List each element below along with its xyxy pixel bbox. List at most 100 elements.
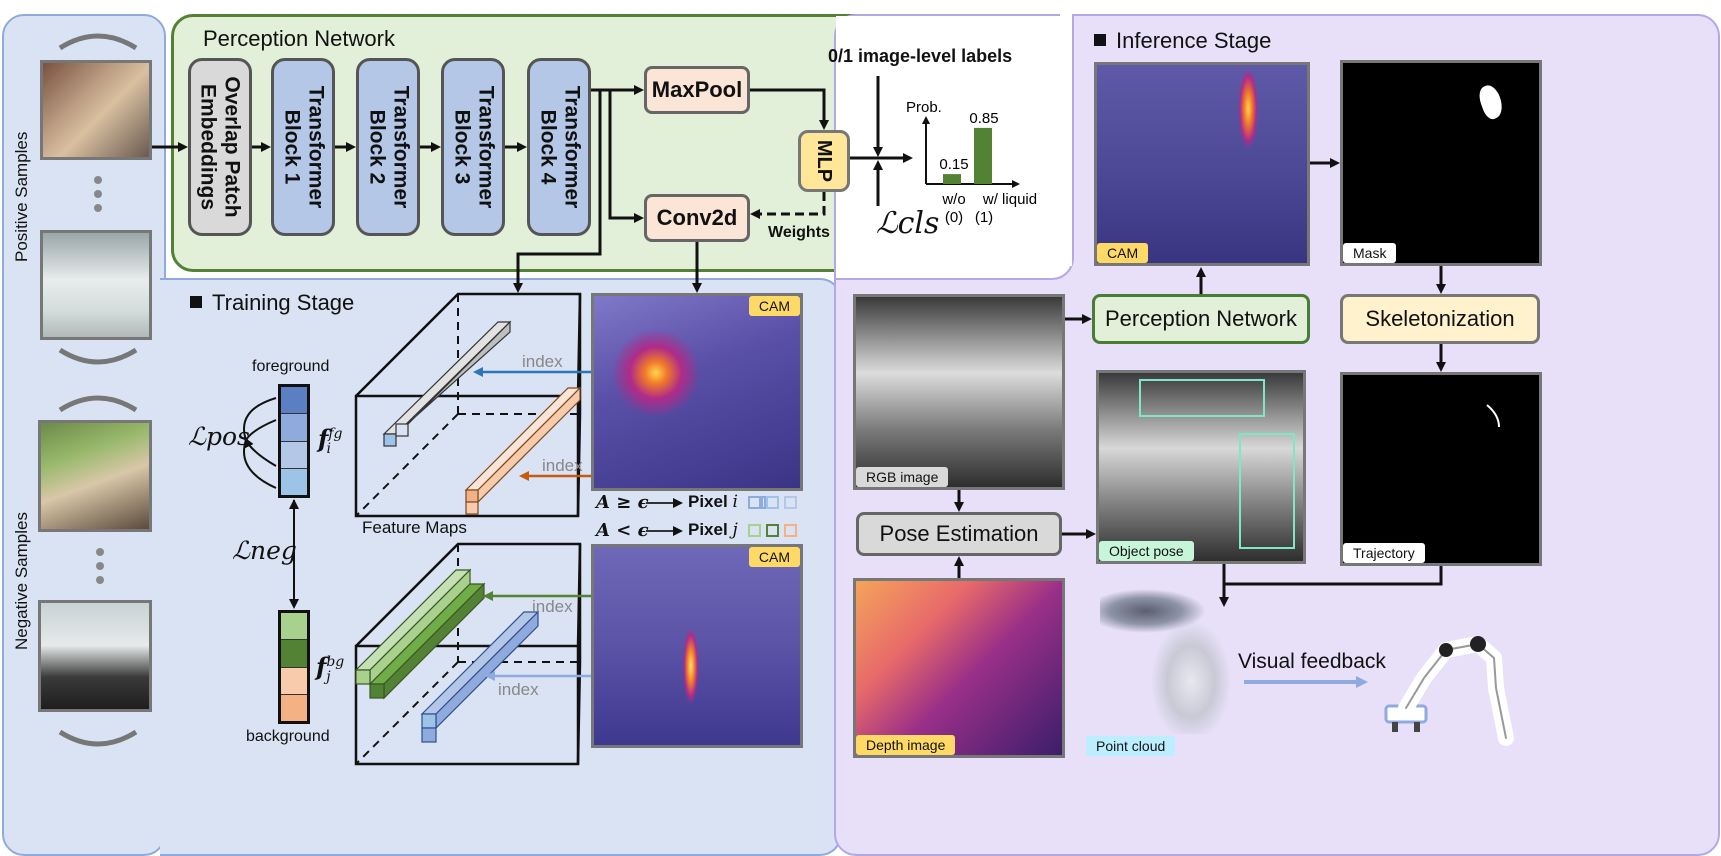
- rule2-squares: [748, 524, 797, 537]
- inference-square-icon: [1094, 34, 1106, 46]
- bracket-bottom-negative: [58, 729, 138, 747]
- transformer-block-3: Transformer Block 3: [441, 58, 505, 236]
- inference-title: Inference Stage: [1094, 28, 1271, 54]
- cam-image-negative: CAM: [591, 544, 803, 748]
- mask-tag: Mask: [1343, 243, 1397, 263]
- rgb-image-tag: RGB image: [856, 467, 949, 487]
- index-label-2: index: [542, 456, 583, 475]
- f-bg-scripts: bgj: [326, 652, 344, 685]
- loss-neg: ℒneg: [232, 536, 297, 565]
- negative-sample-1: [38, 420, 152, 532]
- rule1-pixel: Pixel: [688, 492, 728, 511]
- bar-wo: [943, 174, 961, 184]
- dot: [96, 576, 104, 584]
- inference-cam-tag: CAM: [1097, 243, 1149, 263]
- positive-sample-2: [40, 230, 152, 340]
- loss-cls: ℒcls: [876, 206, 940, 241]
- loss-pos: ℒpos: [188, 422, 250, 451]
- index-label-3: index: [532, 597, 573, 616]
- bracket-top-negative: [58, 395, 138, 413]
- transformer-block-4: Transformer Block 4: [527, 58, 591, 236]
- positive-sample-1: [40, 60, 152, 160]
- bar-wo-label: w/o: [941, 191, 965, 208]
- bg-cell: [281, 694, 307, 721]
- perception-panel-cover: [1060, 14, 1072, 266]
- feature-maps-label: Feature Maps: [362, 518, 467, 537]
- bg-cell: [281, 613, 307, 641]
- visual-feedback-label: Visual feedback: [1238, 650, 1386, 673]
- overlap-patch-embeddings: Overlap Patch Embeddings: [188, 58, 252, 236]
- trajectory-curve: [1486, 404, 1500, 428]
- f-bg-symbol: f: [316, 652, 327, 681]
- bg-feature-bar-orange: [464, 386, 582, 515]
- rule2-pixel: Pixel: [688, 520, 728, 539]
- lpos-arc: [243, 397, 277, 441]
- rgb-image: RGB image: [853, 294, 1065, 490]
- mask-image: Mask: [1340, 60, 1542, 266]
- rule2-lhs: A < ϵ: [596, 520, 649, 541]
- training-square-icon: [190, 296, 202, 308]
- object-pose-image: Object pose: [1096, 370, 1306, 564]
- cam-tag-training-2: CAM: [748, 547, 800, 567]
- bg-cell: [281, 640, 307, 668]
- robot-arm-icon: [1384, 636, 1514, 746]
- training-title-text: Training Stage: [212, 290, 355, 315]
- bar-w-value: 0.85: [969, 110, 998, 127]
- foreground-label: foreground: [252, 358, 330, 375]
- lpos-arc: [243, 439, 277, 489]
- bg-vector: [278, 610, 310, 724]
- trajectory-tag: Trajectory: [1343, 543, 1425, 563]
- pose-bbox-1: [1139, 379, 1265, 417]
- rule1-lhs: A ≥ ϵ: [596, 492, 649, 513]
- dot: [94, 190, 102, 198]
- transformer-block-1: Transformer Block 1: [271, 58, 335, 236]
- negative-sample-2: [38, 600, 152, 712]
- blue-feature-bar: [420, 610, 540, 743]
- pose-bbox-2: [1239, 433, 1295, 549]
- f-bg-sub: j: [326, 668, 331, 685]
- trajectory-image: Trajectory: [1340, 372, 1542, 566]
- object-pose-tag: Object pose: [1099, 541, 1194, 561]
- f-bg: fbgj: [316, 652, 344, 685]
- f-fg-symbol: f: [318, 424, 329, 453]
- transformer-block-2: Transformer Block 2: [356, 58, 420, 236]
- training-graphics: [243, 292, 797, 766]
- fg-vector: [278, 384, 310, 498]
- labels-caption: 0/1 image-level labels: [828, 46, 1013, 66]
- pose-estimation-box: Pose Estimation: [856, 512, 1062, 556]
- dot: [96, 548, 104, 556]
- rule1-var: i: [732, 492, 738, 512]
- bar-wo-code: (0): [945, 209, 963, 226]
- f-fg: ffgi: [318, 424, 342, 457]
- samples-decor: [58, 33, 138, 747]
- fg-feature-bar: [382, 320, 512, 447]
- bar-w-label: w/ liquid: [982, 191, 1037, 208]
- dot: [94, 204, 102, 212]
- perception-network-box: Perception Network: [1092, 294, 1310, 344]
- depth-image-tag: Depth image: [856, 735, 956, 755]
- f-fg-scripts: fgi: [326, 424, 342, 457]
- f-fg-sub: i: [326, 440, 331, 457]
- inference-title-text: Inference Stage: [1116, 28, 1272, 53]
- background-label: background: [246, 728, 330, 745]
- prob-chart: 0.15 0.85 Prob. w/o (0) w/ liquid (1): [906, 99, 1037, 226]
- prob-label: Prob.: [906, 99, 942, 116]
- lpos-arc: [244, 437, 277, 467]
- rule2-rhs: Pixel j: [688, 520, 738, 540]
- training-title: Training Stage: [190, 290, 354, 316]
- rule1-rhs: Pixel i: [688, 492, 738, 512]
- maxpool-box: MaxPool: [644, 66, 750, 114]
- inference-cam-image: CAM: [1094, 62, 1310, 266]
- cam-image-positive: CAM: [591, 293, 803, 491]
- point-cloud-tag: Point cloud: [1086, 736, 1176, 756]
- f-bg-sup: bg: [326, 654, 345, 670]
- feature-cube-top: [354, 292, 582, 518]
- green-feature-bar: [354, 568, 486, 700]
- perception-arrows: [152, 76, 913, 293]
- index-label-1: index: [522, 352, 563, 371]
- bracket-bottom-positive: [58, 347, 138, 365]
- conv2d-box: Conv2d: [644, 194, 750, 242]
- index-label-4: index: [498, 680, 539, 699]
- point-cloud-image: [1100, 584, 1230, 734]
